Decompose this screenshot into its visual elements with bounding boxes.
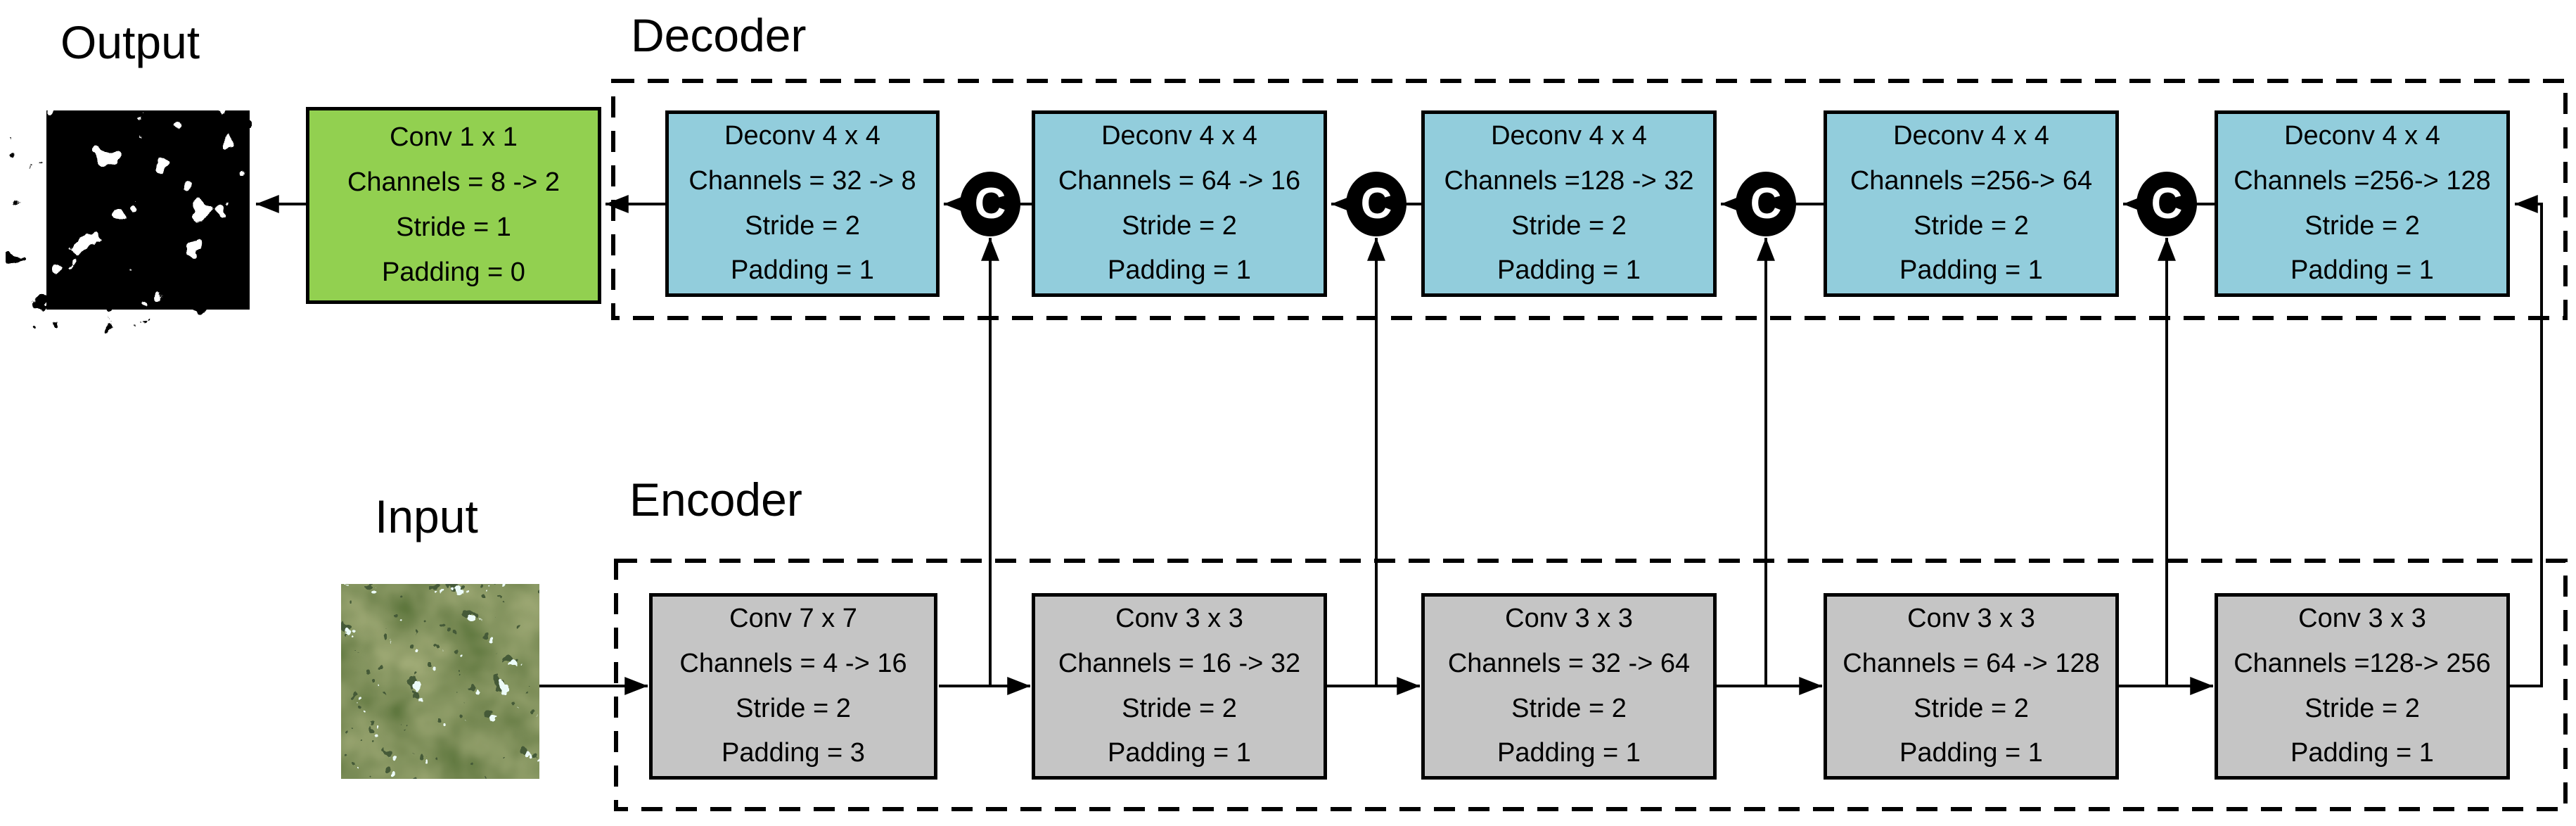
decoder-dashed-border [611,79,2568,320]
encoder-layer-box-3: Conv 3 x 3 Channels = 32 -> 64 Stride = … [1421,593,1717,780]
encoder-layer-box-4: Conv 3 x 3 Channels = 64 -> 128 Stride =… [1824,593,2119,780]
encoder-dashed-border [614,559,2568,811]
input-label: Input [375,490,478,542]
concat-symbol: C [1360,179,1392,228]
layer-line: Conv 3 x 3 [1505,603,1633,633]
layer-line: Padding = 1 [1497,738,1641,768]
layer-line: Padding = 1 [731,255,874,286]
concat-symbol: C [2151,179,2183,228]
input-satellite-image [341,584,539,779]
layer-line: Padding = 1 [1108,738,1251,768]
layer-line: Padding = 3 [722,738,865,768]
layer-line: Channels = 32 -> 8 [688,165,916,196]
layer-line: Deconv 4 x 4 [2284,120,2440,151]
decoder-layer-box-2: Deconv 4 x 4 Channels = 64 -> 16 Stride … [1032,110,1327,297]
layer-line: Channels =128 -> 32 [1444,165,1694,196]
decoder-layer-box-3: Deconv 4 x 4 Channels =128 -> 32 Stride … [1421,110,1717,297]
layer-line: Channels = 64 -> 128 [1843,648,2100,678]
layer-line: Stride = 2 [745,210,860,241]
layer-line: Deconv 4 x 4 [1893,120,2049,151]
layer-line: Conv 1 x 1 [390,122,518,153]
layer-line: Channels = 8 -> 2 [347,167,560,198]
concat-node-4: C [2136,172,2197,236]
layer-line: Padding = 1 [2290,255,2434,286]
layer-line: Stride = 2 [2305,210,2420,241]
layer-line: Conv 3 x 3 [1115,603,1243,633]
encoder-layer-box-2: Conv 3 x 3 Channels = 16 -> 32 Stride = … [1032,593,1327,780]
arrow-conv5-to-deconv5 [2510,195,2543,687]
layer-line: Conv 7 x 7 [729,603,857,633]
layer-line: Stride = 2 [736,693,851,723]
layer-line: Channels = 64 -> 16 [1058,165,1301,196]
layer-line: Stride = 2 [1914,210,2029,241]
decoder-layer-box-1: Deconv 4 x 4 Channels = 32 -> 8 Stride =… [665,110,940,297]
layer-line: Stride = 2 [1122,210,1237,241]
layer-line: Conv 3 x 3 [1907,603,2035,633]
layer-line: Padding = 0 [382,257,525,287]
layer-line: Stride = 2 [1511,210,1627,241]
layer-line: Stride = 2 [1914,693,2029,723]
layer-line: Channels =256-> 64 [1850,165,2093,196]
layer-line: Padding = 1 [1497,255,1641,286]
encoder-layer-box-1: Conv 7 x 7 Channels = 4 -> 16 Stride = 2… [649,593,937,780]
decoder-layer-box-4: Deconv 4 x 4 Channels =256-> 64 Stride =… [1824,110,2119,297]
layer-line: Deconv 4 x 4 [724,120,880,151]
layer-line: Deconv 4 x 4 [1101,120,1257,151]
layer-line: Channels = 4 -> 16 [679,648,907,678]
output-label: Output [60,16,200,68]
concat-symbol: C [1750,179,1782,228]
layer-line: Deconv 4 x 4 [1491,120,1647,151]
layer-line: Channels = 16 -> 32 [1058,648,1301,678]
conv1x1-output-layer-box: Conv 1 x 1 Channels = 8 -> 2 Stride = 1 … [306,107,601,304]
encoder-label: Encoder [629,474,802,526]
layer-line: Padding = 1 [1108,255,1251,286]
encoder-layer-box-5: Conv 3 x 3 Channels =128-> 256 Stride = … [2215,593,2510,780]
decoder-label: Decoder [631,9,807,61]
concat-node-1: C [960,172,1020,236]
layer-line: Padding = 1 [1899,255,2043,286]
layer-line: Padding = 1 [2290,738,2434,768]
concat-node-2: C [1346,172,1406,236]
decoder-layer-box-5: Deconv 4 x 4 Channels =256-> 128 Stride … [2215,110,2510,297]
layer-line: Stride = 1 [396,212,511,242]
layer-line: Padding = 1 [1899,738,2043,768]
layer-line: Stride = 2 [1511,693,1627,723]
concat-node-3: C [1736,172,1796,236]
concat-symbol: C [974,179,1006,228]
output-mask-image [6,109,252,352]
layer-line: Channels =128-> 256 [2234,648,2491,678]
layer-line: Stride = 2 [2305,693,2420,723]
layer-line: Channels = 32 -> 64 [1447,648,1691,678]
layer-line: Channels =256-> 128 [2234,165,2491,196]
layer-line: Conv 3 x 3 [2298,603,2426,633]
layer-line: Stride = 2 [1122,693,1237,723]
